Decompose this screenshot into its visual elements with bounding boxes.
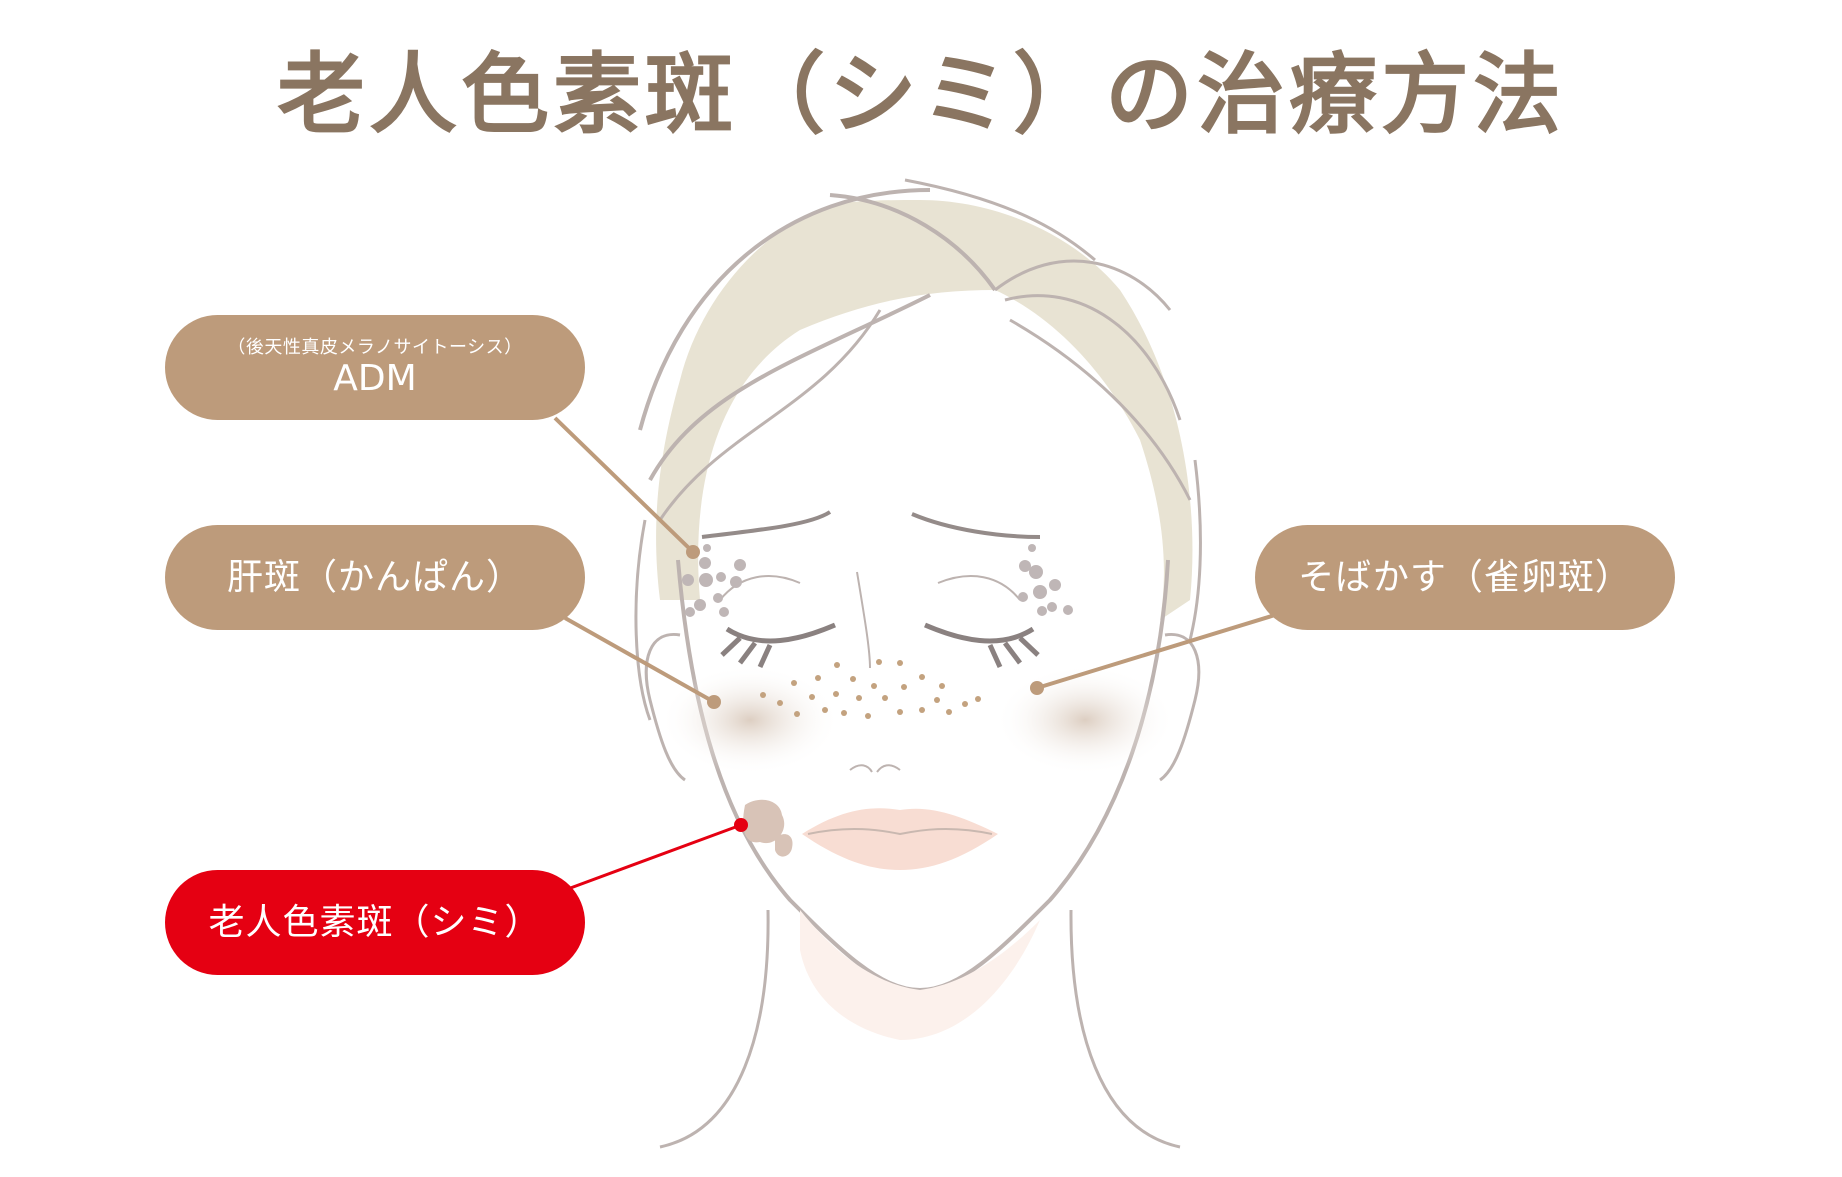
hair xyxy=(634,178,1202,721)
neck-shadow xyxy=(800,910,1040,1040)
label-kanpan-text: 肝斑（かんぱん） xyxy=(226,556,523,598)
label-rojin-shimi: 老人色素斑（シミ） xyxy=(165,870,585,975)
left-eye xyxy=(720,622,836,669)
age-spot-large xyxy=(743,799,785,844)
left-eyebrow xyxy=(701,510,832,539)
label-adm-subtitle: （後天性真皮メラノサイトーシス） xyxy=(227,336,523,358)
label-rojin-shimi-text: 老人色素斑（シミ） xyxy=(208,901,542,943)
leader-lines xyxy=(553,416,1276,892)
page-title: 老人色素斑（シミ）の治療方法 xyxy=(276,43,1565,146)
label-adm: （後天性真皮メラノサイトーシス） ADM xyxy=(165,315,585,420)
neck-left xyxy=(659,909,770,1149)
face-outline xyxy=(676,559,1170,993)
label-sobakasu: そばかす（雀卵斑） xyxy=(1255,525,1675,630)
lips xyxy=(802,808,998,870)
left-eyelid xyxy=(719,575,801,601)
lips-line xyxy=(807,827,993,836)
right-eyelid xyxy=(937,575,1021,601)
cheek-shadow-left xyxy=(660,665,840,775)
label-kanpan: 肝斑（かんぱん） xyxy=(165,525,585,630)
right-ear xyxy=(1159,632,1201,782)
nose-line xyxy=(856,571,871,669)
adm-spots-right xyxy=(1018,544,1073,616)
adm-spots-left xyxy=(682,544,746,617)
freckles xyxy=(760,659,981,719)
neck-right xyxy=(1069,909,1181,1149)
right-eyebrow xyxy=(911,512,1041,539)
nostril-right xyxy=(876,764,901,773)
age-spot-small xyxy=(775,834,793,857)
label-sobakasu-text: そばかす（雀卵斑） xyxy=(1298,556,1632,598)
cheek-shadow-right xyxy=(995,665,1175,775)
label-adm-title: ADM xyxy=(333,357,417,399)
right-eye xyxy=(924,622,1040,669)
nostril-left xyxy=(849,764,873,773)
left-ear xyxy=(644,632,686,782)
